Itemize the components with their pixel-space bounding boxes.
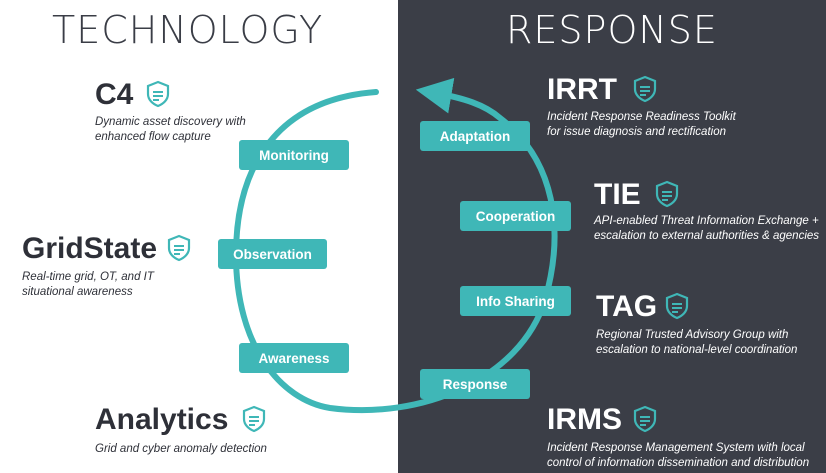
shield-icon (655, 180, 679, 208)
shield-icon (633, 75, 657, 103)
tie-title: TIE (594, 178, 641, 211)
c4-description-line-2: enhanced flow capture (95, 131, 211, 143)
irrt-description-line-1: Incident Response Readiness Toolkit (547, 111, 736, 123)
gridstate-description-line-2: situational awareness (22, 286, 133, 298)
irms-description-line-2: control of information dissemination and… (547, 457, 810, 469)
c4-title: C4 (95, 78, 134, 111)
gridstate-title: GridState (22, 232, 158, 265)
analytics-description: Grid and cyber anomaly detection (95, 443, 267, 455)
stage-response: Response (420, 369, 530, 399)
stage-observation: Observation (218, 239, 327, 269)
shield-icon (146, 80, 170, 108)
tag-title: TAG (596, 290, 658, 323)
irrt-description-line-2: for issue diagnosis and rectification (547, 126, 726, 138)
tie-description-line-2: escalation to external authorities & age… (594, 230, 820, 242)
irms-title: IRMS (547, 403, 622, 436)
shield-icon (633, 405, 657, 433)
shield-icon (242, 405, 266, 433)
tag-description-line-1: Regional Trusted Advisory Group with (596, 329, 789, 341)
stage-awareness: Awareness (239, 343, 349, 373)
response-heading: RESPONSE (506, 8, 718, 52)
stage-adaptation: Adaptation (420, 121, 530, 151)
stage-cooperation: Cooperation (460, 201, 571, 231)
tie-description-line-1: API-enabled Threat Information Exchange … (594, 215, 819, 227)
irrt-title: IRRT (547, 73, 617, 106)
stage-info-sharing: Info Sharing (460, 286, 571, 316)
shield-icon (167, 234, 191, 262)
stage-monitoring: Monitoring (239, 140, 349, 170)
technology-heading: TECHNOLOGY (52, 8, 324, 52)
c4-description-line-1: Dynamic asset discovery with (95, 116, 246, 128)
analytics-title: Analytics (95, 403, 229, 436)
gridstate-description-line-1: Real-time grid, OT, and IT (22, 271, 154, 283)
shield-icon (665, 292, 689, 320)
irms-description-line-1: Incident Response Management System with… (547, 442, 805, 454)
tag-description-line-2: escalation to national-level coordinatio… (596, 344, 798, 356)
